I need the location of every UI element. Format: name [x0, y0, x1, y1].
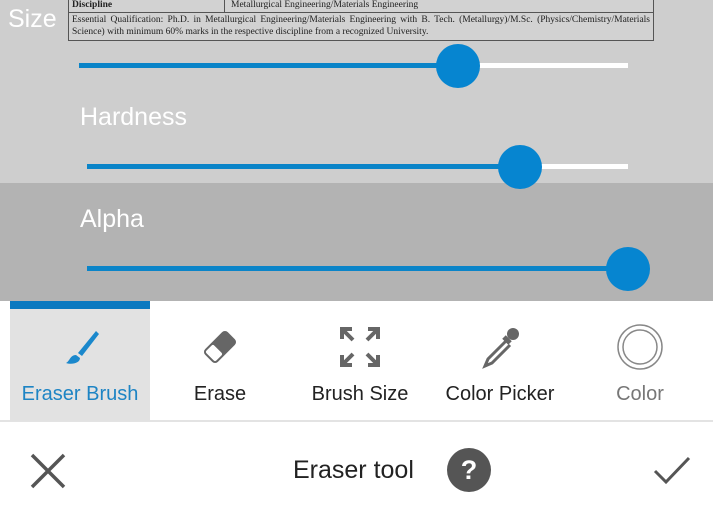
slider-fill: [87, 164, 520, 169]
hardness-label: Hardness: [80, 103, 187, 131]
tool-label: Erase: [193, 383, 247, 405]
check-icon[interactable]: [653, 455, 691, 485]
slider-fill: [79, 63, 458, 68]
document-image: Discipline Metallurgical Engineering/Mate…: [68, 0, 654, 41]
tool-label: Color: [616, 383, 664, 405]
tool-bar: Eraser Brush Erase Brush Size Color Pick…: [0, 301, 713, 422]
size-label: Size: [8, 5, 57, 33]
bottom-bar: Eraser tool ?: [0, 423, 713, 512]
tool-eraser-brush[interactable]: Eraser Brush: [10, 301, 150, 421]
alpha-slider[interactable]: [87, 247, 650, 291]
tool-label: Eraser Brush: [21, 383, 139, 405]
slider-thumb[interactable]: [606, 247, 650, 291]
slider-fill: [87, 266, 628, 271]
slider-thumb[interactable]: [435, 44, 480, 88]
tool-brush-size[interactable]: Brush Size: [290, 301, 430, 421]
tool-color-picker[interactable]: Color Picker: [430, 301, 570, 421]
tool-color[interactable]: Color: [570, 301, 710, 421]
tool-label: Brush Size: [311, 383, 409, 405]
hardness-slider[interactable]: [87, 145, 628, 189]
slider-thumb[interactable]: [497, 145, 542, 189]
color-circle-icon: [617, 324, 663, 370]
close-icon[interactable]: [30, 453, 66, 489]
help-icon[interactable]: ?: [447, 448, 491, 492]
svg-text:?: ?: [461, 455, 478, 485]
alpha-label: Alpha: [80, 205, 144, 233]
eyedropper-icon: [482, 328, 519, 369]
doc-text: Essential Qualification: Ph.D. in Metall…: [72, 15, 650, 37]
eraser-icon: [203, 330, 237, 364]
resize-icon: [340, 327, 380, 367]
tool-erase[interactable]: Erase: [150, 301, 290, 421]
size-slider[interactable]: [79, 44, 628, 88]
tool-label: Color Picker: [445, 383, 555, 405]
slider-panel-dark: [0, 183, 713, 301]
doc-cell: Metallurgical Engineering/Materials Engi…: [231, 0, 419, 10]
page-title: Eraser tool: [293, 456, 414, 484]
brush-icon: [66, 331, 99, 364]
doc-cell: Discipline: [69, 0, 225, 12]
